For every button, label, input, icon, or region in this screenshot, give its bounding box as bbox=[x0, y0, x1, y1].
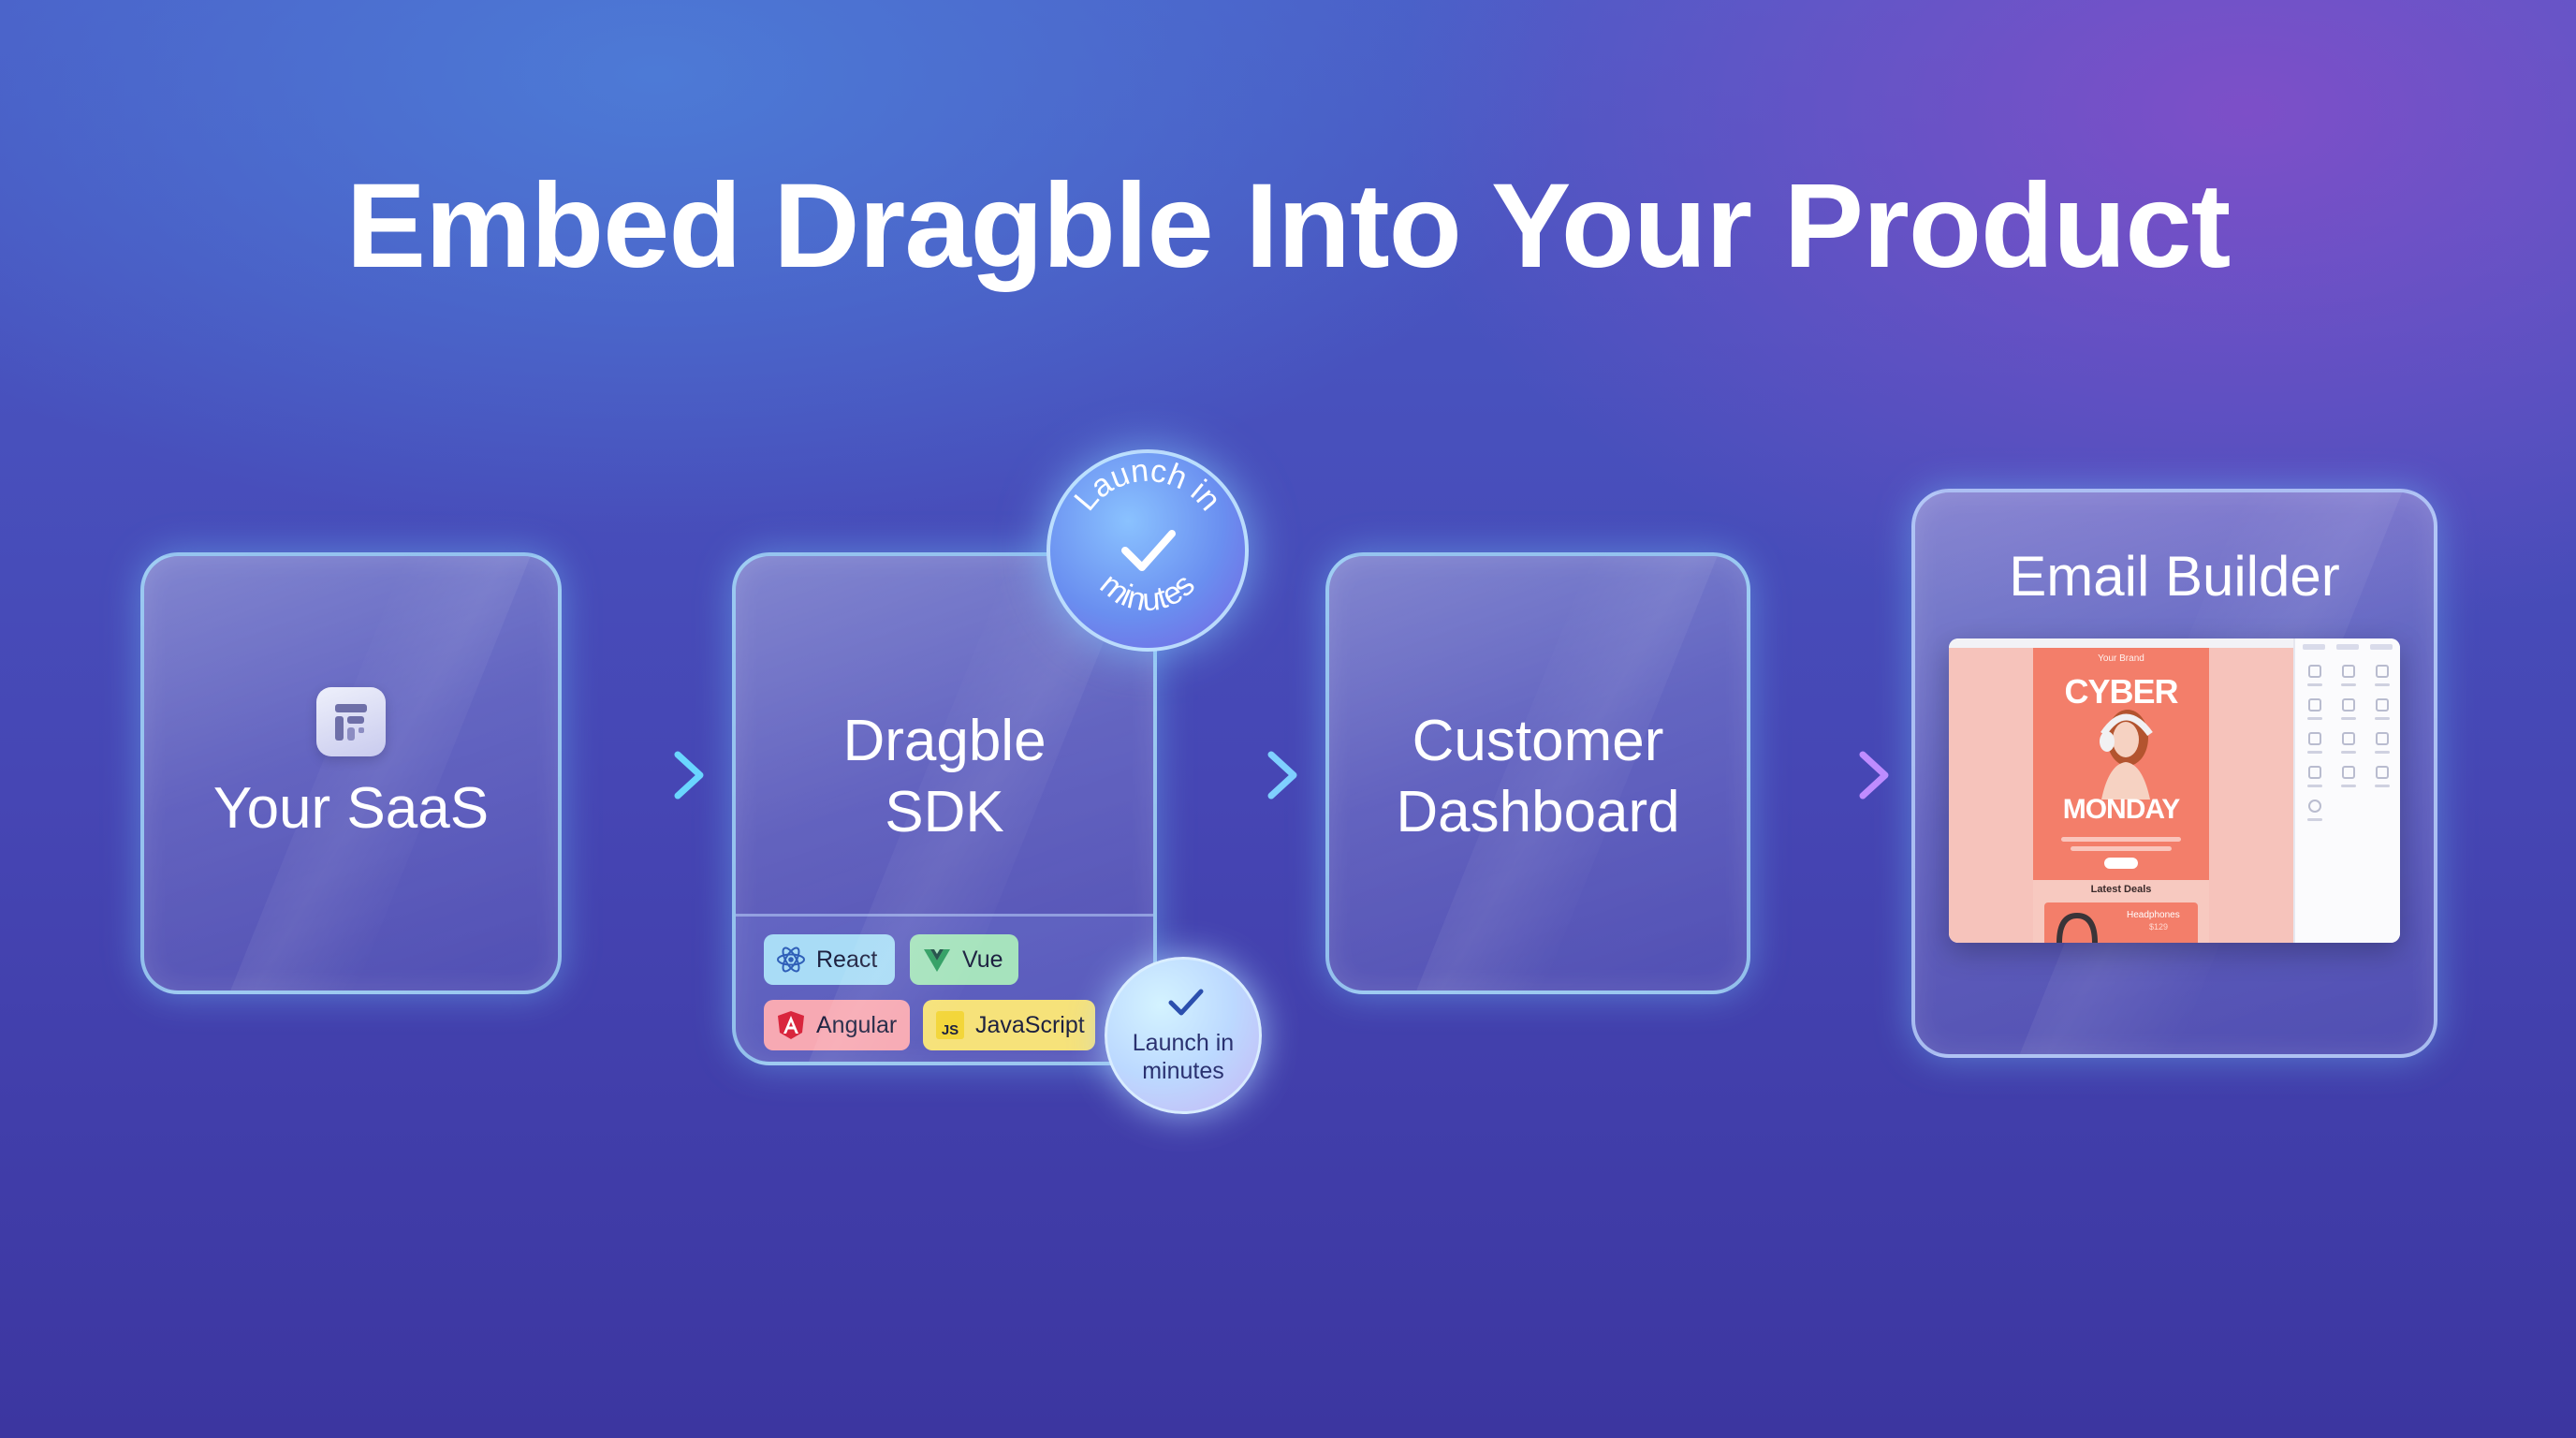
arrow-icon bbox=[1181, 751, 1297, 800]
email-builder-preview: Your Brand CYBER MONDAY Latest Deals Hea… bbox=[1949, 638, 2400, 943]
headphones-image bbox=[2056, 912, 2098, 943]
launch-badge-text: Launch in minutes bbox=[1132, 1030, 1235, 1084]
launch-badge-curved: Launch in minutes bbox=[1046, 449, 1249, 652]
check-icon bbox=[1168, 989, 1204, 1016]
step-card-customer-dashboard: Customer Dashboard bbox=[1325, 552, 1750, 994]
arrow-icon bbox=[588, 751, 704, 800]
framework-chip-vue: Vue bbox=[910, 934, 1018, 985]
step-card-your-saas: Your SaaS bbox=[140, 552, 562, 994]
preview-canvas-margin bbox=[1949, 648, 2033, 943]
preview-body-text bbox=[2061, 837, 2181, 842]
framework-chip-javascript: JS JavaScript bbox=[923, 1000, 1095, 1050]
check-icon bbox=[1121, 530, 1176, 571]
divider bbox=[736, 914, 1153, 917]
launch-badge: Launch in minutes bbox=[1105, 957, 1262, 1114]
preview-product-name: Headphones bbox=[2127, 910, 2180, 920]
step-label-email-builder: Email Builder bbox=[2009, 545, 2340, 608]
preview-body-text bbox=[2071, 846, 2172, 851]
javascript-icon: JS bbox=[936, 1011, 964, 1039]
badge-text-bottom: minutes bbox=[1093, 566, 1202, 619]
preview-deals-title: Latest Deals bbox=[2090, 884, 2152, 895]
woman-headphones-image bbox=[2100, 710, 2153, 800]
preview-toolbar bbox=[1949, 638, 2293, 648]
preview-cta-button bbox=[2104, 858, 2138, 869]
preview-brand: Your Brand bbox=[2098, 653, 2144, 664]
step-label-customer-dashboard: Customer Dashboard bbox=[1396, 709, 1680, 844]
preview-headline-top: CYBER bbox=[2064, 672, 2178, 711]
vue-icon bbox=[924, 949, 950, 972]
badge-text-top: Launch in bbox=[1067, 453, 1227, 518]
react-icon bbox=[777, 946, 805, 973]
page-title: Embed Dragble Into Your Product bbox=[345, 159, 2231, 293]
framework-chip-angular: Angular bbox=[764, 1000, 910, 1050]
framework-label: Vue bbox=[962, 946, 1003, 973]
arrow-icon bbox=[1773, 751, 1889, 800]
dragble-logo-icon bbox=[316, 687, 386, 756]
preview-product-card bbox=[2044, 902, 2198, 943]
preview-tool-panel bbox=[2293, 638, 2400, 943]
framework-label: Angular bbox=[816, 1011, 898, 1038]
step-label-your-saas: Your SaaS bbox=[212, 776, 490, 841]
framework-label: JavaScript bbox=[975, 1011, 1085, 1038]
preview-headline-bottom: MONDAY bbox=[2062, 794, 2181, 825]
svg-text:JS: JS bbox=[942, 1022, 959, 1038]
framework-label: React bbox=[816, 946, 878, 973]
step-label-dragble-sdk: Dragble SDK bbox=[842, 709, 1046, 844]
step-card-dragble-sdk: Dragble SDK React Vue Angular JS JavaScr bbox=[732, 552, 1157, 1065]
framework-chip-react: React bbox=[764, 934, 895, 985]
angular-icon bbox=[778, 1011, 804, 1039]
preview-product-price: $129 bbox=[2149, 922, 2169, 932]
preview-canvas-margin bbox=[2209, 648, 2293, 943]
